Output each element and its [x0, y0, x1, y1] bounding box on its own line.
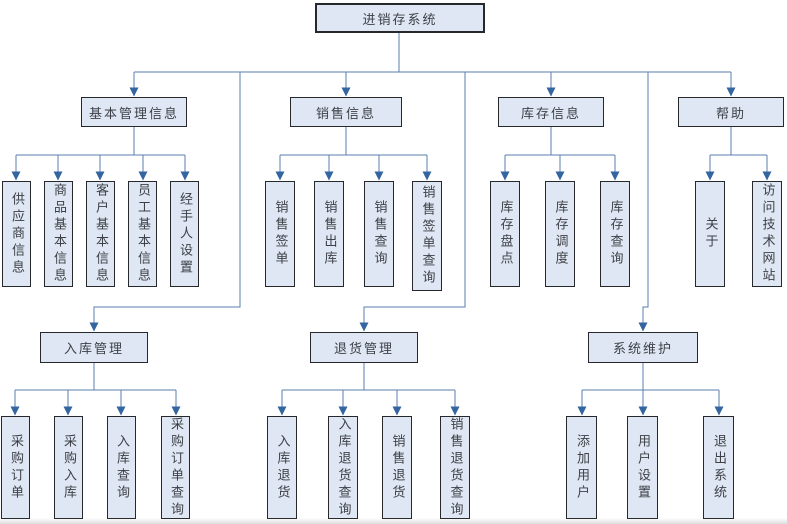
- node-sales-sign-query: 销售签单查询: [412, 181, 442, 291]
- node-sales-outbound: 销售出库: [314, 181, 344, 287]
- node-supplier-info: 供应商信息: [2, 181, 31, 287]
- node-sales-sign: 销售签单: [265, 181, 295, 287]
- node-help: 帮助: [678, 97, 784, 127]
- node-purchase-order: 采购订单: [1, 416, 30, 519]
- node-exit-system: 退出系统: [703, 416, 734, 519]
- node-inbound-return-query: 入库退货查询: [328, 416, 358, 519]
- node-visit-tech-site: 访问技术网站: [752, 181, 782, 287]
- node-stock-dispatch: 库存调度: [545, 181, 575, 287]
- node-returns-management: 退货管理: [310, 332, 418, 363]
- node-system-maintenance: 系统维护: [588, 332, 698, 363]
- node-sales-query: 销售查询: [364, 181, 394, 287]
- node-stock-query: 库存查询: [600, 181, 630, 287]
- node-customer-basic-info: 客户基本信息: [86, 181, 115, 287]
- node-add-user: 添加用户: [566, 416, 597, 519]
- node-user-settings: 用户设置: [627, 416, 658, 519]
- node-basic-info: 基本管理信息: [81, 97, 187, 127]
- node-inbound-return: 入库退货: [267, 416, 297, 519]
- node-sales-info: 销售信息: [290, 97, 402, 127]
- node-about: 关于: [695, 181, 725, 287]
- node-stock-check: 库存盘点: [490, 181, 520, 287]
- node-root-system: 进销存系统: [315, 3, 485, 33]
- node-sales-return: 销售退货: [382, 416, 412, 519]
- node-inbound-query: 入库查询: [107, 416, 136, 519]
- node-product-basic-info: 商品基本信息: [44, 181, 73, 287]
- node-sales-return-query: 销售退货查询: [440, 416, 470, 519]
- node-purchase-order-query: 采购订单查询: [161, 416, 190, 519]
- node-stock-info: 库存信息: [498, 97, 604, 127]
- node-handler-settings: 经手人设置: [170, 181, 199, 287]
- node-purchase-inbound: 采购入库: [54, 416, 83, 519]
- node-inbound-management: 入库管理: [40, 332, 148, 363]
- node-employee-basic-info: 员工基本信息: [128, 181, 157, 287]
